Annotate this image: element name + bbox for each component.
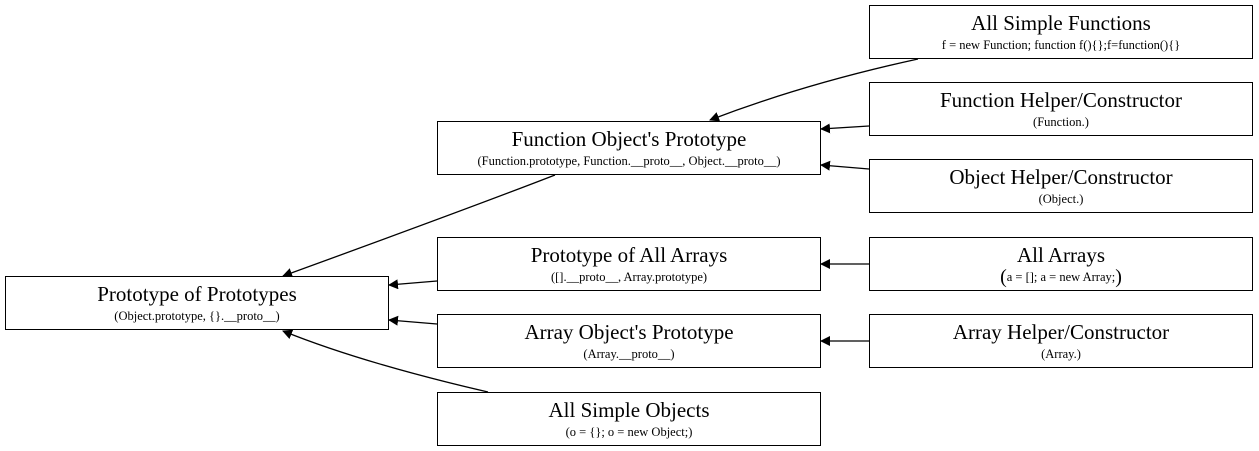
node-subtitle: (Array.__proto__) [583,347,675,361]
node-title: Prototype of Prototypes [97,282,297,306]
edge-function-prototype-to-prototype-of-prototypes [282,174,556,278]
edge-all-simple-objects-to-prototype-of-prototypes [282,329,489,393]
node-subtitle-text: a = []; a = new Array; [1006,270,1116,284]
node-subtitle: (Object.) [1038,192,1084,206]
edge-all-simple-functions-to-function-prototype [709,58,919,122]
edge-function-helper-to-function-prototype [820,123,870,134]
node-subtitle: (Array.) [1041,347,1081,361]
node-subtitle: (Object.prototype, {}.__proto__) [114,309,280,323]
node-prototype-of-all-arrays: Prototype of All Arrays ([].__proto__, A… [437,237,821,291]
node-title: All Simple Objects [548,398,710,422]
node-title: All Simple Functions [971,11,1151,35]
node-function-helper-constructor: Function Helper/Constructor (Function.) [869,82,1253,136]
node-subtitle: (a = []; a = new Array;) [1000,266,1122,288]
node-subtitle: (Function.prototype, Function.__proto__,… [477,154,781,168]
edge-object-helper-to-function-prototype [820,160,870,171]
node-subtitle: (Function.) [1033,115,1089,129]
node-title: Object Helper/Constructor [949,165,1173,189]
node-subtitle: f = new Function; function f(){};f=funct… [941,38,1181,52]
node-prototype-of-prototypes: Prototype of Prototypes (Object.prototyp… [5,276,389,330]
node-title: Function Helper/Constructor [939,88,1183,112]
node-all-simple-functions: All Simple Functions f = new Function; f… [869,5,1253,59]
node-title: Array Object's Prototype [524,320,734,344]
node-title: Function Object's Prototype [511,127,747,151]
node-subtitle: (o = {}; o = new Object;) [565,425,693,439]
node-title: Prototype of All Arrays [530,243,728,267]
node-array-helper-constructor: Array Helper/Constructor (Array.) [869,314,1253,368]
node-title: Array Helper/Constructor [952,320,1170,344]
node-array-objects-prototype: Array Object's Prototype (Array.__proto_… [437,314,821,368]
node-all-simple-objects: All Simple Objects (o = {}; o = new Obje… [437,392,821,446]
node-all-arrays: All Arrays (a = []; a = new Array;) [869,237,1253,291]
edge-array-prototype-to-prototype-of-prototypes [388,279,438,290]
close-paren: ) [1115,266,1122,288]
node-title: All Arrays [1016,243,1106,267]
node-function-objects-prototype: Function Object's Prototype (Function.pr… [437,121,821,175]
edge-array-object-prototype-to-prototype-of-prototypes [388,315,438,326]
node-subtitle: ([].__proto__, Array.prototype) [550,270,708,284]
open-paren: ( [1000,266,1007,288]
node-object-helper-constructor: Object Helper/Constructor (Object.) [869,159,1253,213]
